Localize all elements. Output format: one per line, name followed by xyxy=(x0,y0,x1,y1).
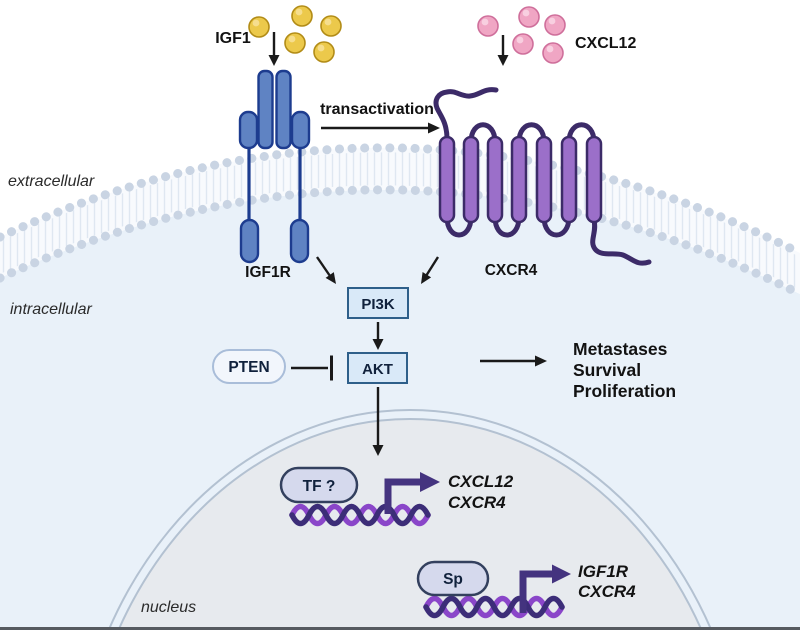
cxcl12-ligands xyxy=(477,6,566,64)
outcome-survival: Survival xyxy=(573,360,641,380)
tf-pill xyxy=(279,466,359,504)
membrane-outer-leaflet xyxy=(0,143,800,258)
cxcr4-receptor xyxy=(433,87,652,266)
cxcl12-ligand-circle xyxy=(512,33,534,55)
pi3k-box xyxy=(347,287,409,319)
sp-genes-text: IGF1R CXCR4 xyxy=(578,562,636,601)
tf-genes-text: CXCL12 CXCR4 xyxy=(448,472,514,512)
igf1r-label: IGF1R xyxy=(245,264,291,281)
igf1-ligand-circle xyxy=(284,32,306,54)
tf-gene-cxcl12: CXCL12 xyxy=(448,472,514,491)
bottom-border xyxy=(0,627,800,630)
igf1r-kinase-left xyxy=(239,218,260,264)
sp-gene-igf1r: IGF1R xyxy=(578,562,629,581)
arrow-cxcr4-pi3k xyxy=(421,256,440,284)
igf1r-alpha-bar-right xyxy=(275,69,292,150)
outcomes-text: Metastases Survival Proliferation xyxy=(573,339,676,401)
akt-box xyxy=(347,352,408,384)
akt-label: AKT xyxy=(362,361,393,378)
dna-helix-1 xyxy=(289,503,431,527)
outcome-metastases: Metastases xyxy=(573,339,668,359)
membrane-inner-leaflet xyxy=(0,185,800,299)
pten-inhibition-line xyxy=(291,355,333,381)
outcome-proliferation: Proliferation xyxy=(573,381,676,401)
nucleus-label: nucleus xyxy=(141,599,196,616)
cxcl12-ligand-circle xyxy=(477,15,499,37)
igf1-ligand-circle xyxy=(291,5,313,27)
sp-pill xyxy=(416,560,490,597)
cxcl12-arrow xyxy=(497,35,509,66)
tf-gene-cxcr4: CXCR4 xyxy=(448,493,506,512)
arrow-akt-nucleus xyxy=(372,387,384,456)
pten-pill xyxy=(212,349,286,384)
cxcl12-ligand-circle xyxy=(544,14,566,36)
cxcr4-c-terminus xyxy=(590,217,652,266)
igf1-arrow xyxy=(268,32,280,66)
promoter-arrow-1 xyxy=(384,472,440,514)
nucleus-envelope xyxy=(107,409,713,630)
igf1-ligand-circle xyxy=(248,16,270,38)
igf1r-lobe-right xyxy=(290,110,311,150)
promoter-arrow-2 xyxy=(519,564,571,613)
transactivation-label: transactivation xyxy=(320,101,434,118)
cxcr4-n-terminus xyxy=(433,87,499,142)
tf-label: TF ? xyxy=(303,478,336,495)
igf1r-kinase-right xyxy=(289,218,310,264)
arrow-akt-outcomes xyxy=(480,355,547,367)
dna1-strand-dark xyxy=(289,503,431,527)
arrow-pi3k-akt xyxy=(372,322,384,350)
igf1-ligands xyxy=(248,5,342,63)
igf1r-alpha-bar-left xyxy=(257,69,274,150)
cxcr4-helices xyxy=(438,135,603,224)
transactivation-arrow xyxy=(321,122,440,134)
igf1r-lobe-left xyxy=(238,110,259,150)
extracellular-label: extracellular xyxy=(8,173,95,190)
dna-helix-2 xyxy=(423,595,565,619)
sp-label: Sp xyxy=(443,571,463,588)
sp-gene-cxcr4: CXCR4 xyxy=(578,582,636,601)
igf1r-receptor xyxy=(238,69,311,264)
pi3k-label: PI3K xyxy=(361,296,395,313)
cxcl12-label: CXCL12 xyxy=(575,35,636,52)
igf1-label: IGF1 xyxy=(215,30,251,47)
pten-label: PTEN xyxy=(228,359,269,376)
igf1-ligand-circle xyxy=(320,15,342,37)
cxcr4-label: CXCR4 xyxy=(485,262,538,279)
dna2-strand-dark xyxy=(423,595,565,619)
arrow-igf1r-pi3k xyxy=(316,256,336,284)
cxcl12-ligand-circle xyxy=(518,6,540,28)
intracellular-label: intracellular xyxy=(10,301,92,318)
igf1-ligand-circle xyxy=(313,41,335,63)
cxcl12-ligand-circle xyxy=(542,42,564,64)
